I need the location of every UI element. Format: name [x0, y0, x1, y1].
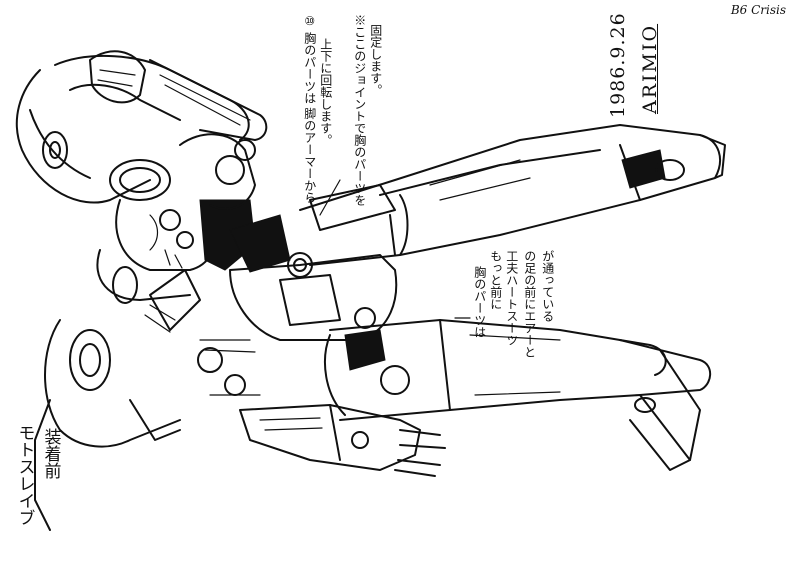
note-right-line-2: もっと前に	[488, 250, 503, 310]
note-top-line-1: ⑩ 胸のパーツは 脚のアーマーから	[302, 14, 317, 204]
date-label: 1986.9.26	[607, 12, 629, 118]
chest-unit-shape	[109, 133, 256, 271]
note-right-line-4: の足の前にエアーと	[522, 250, 537, 358]
note-top-line-2: 上下に回転します。	[318, 38, 333, 146]
sheet-code: B6 Crisis	[730, 3, 786, 17]
artist-signature: ARIMIO	[639, 23, 661, 114]
note-right-line-5: が通っている	[540, 250, 555, 322]
note-top-line-3: ※ここのジョイントで胸のパーツを	[352, 14, 367, 206]
label-left-line-2: 装着前	[40, 428, 61, 479]
label-left-line-1: モトスレイブ	[14, 424, 35, 526]
lower-wheel-shape	[44, 249, 261, 448]
lower-leg-shape	[324, 319, 712, 471]
torso-shape	[229, 214, 398, 341]
note-right-line-1: 胸のパーツは	[472, 266, 487, 338]
label-bracket	[34, 399, 51, 531]
note-top-line-4: 固定します。	[368, 24, 383, 96]
upper-leg-shape	[299, 124, 726, 266]
note-right-line-3: 工夫ハートスーツ	[504, 250, 519, 346]
arm-hand-shape	[239, 404, 446, 477]
leader-line-top	[319, 179, 341, 216]
upper-wheel-shape	[15, 50, 268, 204]
